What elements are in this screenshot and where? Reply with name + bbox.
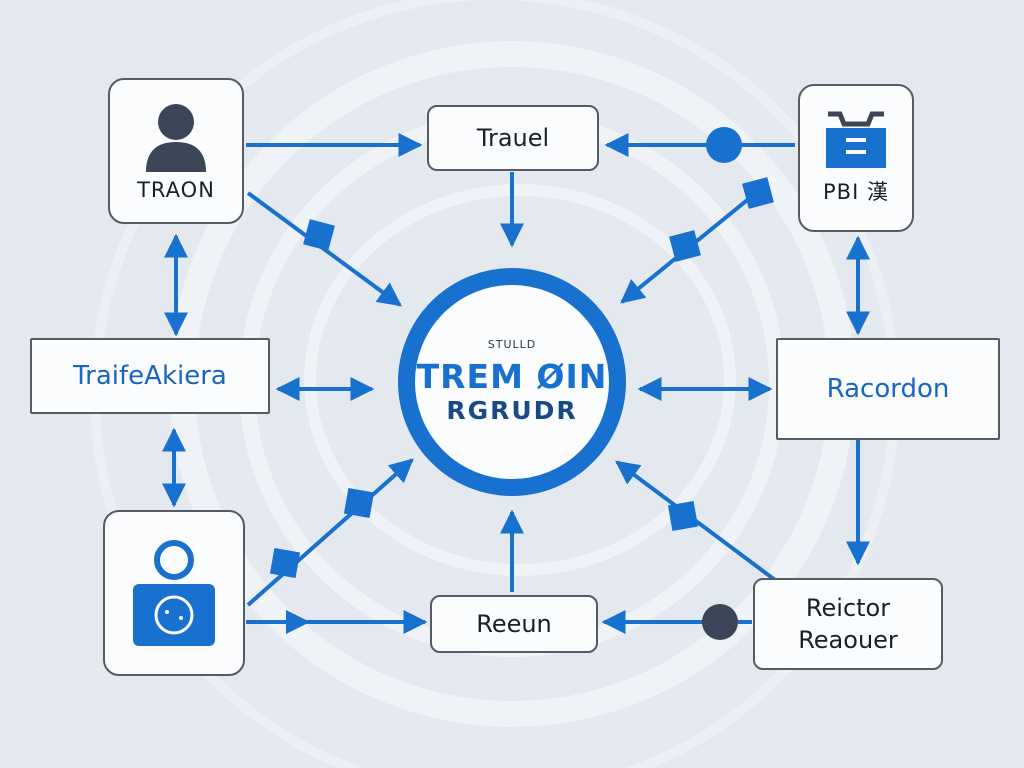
user-badge-icon [133, 540, 215, 646]
hub-caption: STULLD [487, 337, 537, 351]
node-top-left[interactable]: TRAON [108, 78, 244, 224]
diamond-marker [669, 230, 701, 262]
hub-subtitle: RGRUDR [446, 395, 578, 425]
junction-dot [706, 127, 742, 163]
diamond-marker [343, 487, 375, 519]
node-label: Trauel [476, 124, 550, 152]
diamond-marker [667, 500, 699, 532]
central-hub[interactable]: STULLD TREM ØIN RGRUDR [398, 268, 626, 496]
node-label-line2: Reaouer [798, 626, 898, 654]
node-mid-left[interactable]: TraifeAkiera [30, 338, 270, 414]
node-bottom-center[interactable]: Reeun [430, 595, 598, 653]
diamond-marker [742, 177, 774, 209]
node-mid-right[interactable]: Racordon [776, 338, 1000, 440]
node-top-right[interactable]: PBI 漢 [798, 84, 914, 232]
hub-title: TREM ØIN [416, 356, 608, 396]
diamond-marker [303, 219, 335, 251]
node-top-center[interactable]: Trauel [427, 105, 599, 171]
person-icon [146, 104, 206, 172]
node-bottom-right[interactable]: Reictor Reaouer [753, 578, 943, 670]
node-label: TRAON [137, 178, 215, 202]
diamond-marker [269, 547, 301, 579]
node-bottom-left[interactable] [103, 510, 245, 676]
node-label: TraifeAkiera [73, 361, 227, 391]
clipboard-icon [826, 111, 886, 168]
node-label: Reeun [476, 610, 552, 638]
node-label: PBI 漢 [823, 180, 889, 204]
node-label-line1: Reictor [805, 594, 891, 622]
arrow-bottomleft-to-center [246, 458, 414, 607]
junction-dot [702, 604, 738, 640]
arrowhead-marker [286, 610, 310, 634]
node-label: Racordon [826, 374, 950, 404]
